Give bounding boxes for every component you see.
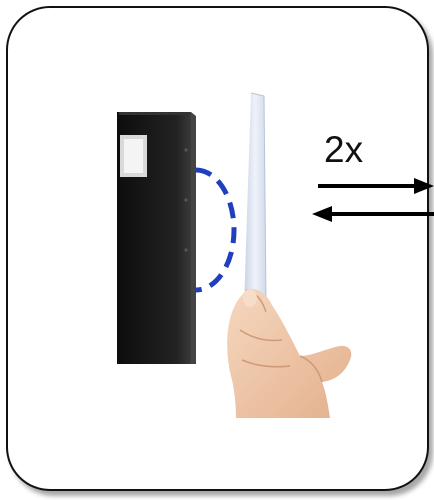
swipe-count-label: 2x	[324, 131, 363, 168]
double-arrow-icon	[312, 178, 434, 222]
read-zone-arc-icon	[196, 170, 234, 290]
arrow-right-icon	[318, 178, 434, 194]
reader-window	[120, 135, 147, 177]
card	[244, 93, 266, 306]
card-reader-device	[117, 112, 196, 364]
arrow-left-icon	[312, 206, 434, 222]
hand	[227, 289, 351, 418]
